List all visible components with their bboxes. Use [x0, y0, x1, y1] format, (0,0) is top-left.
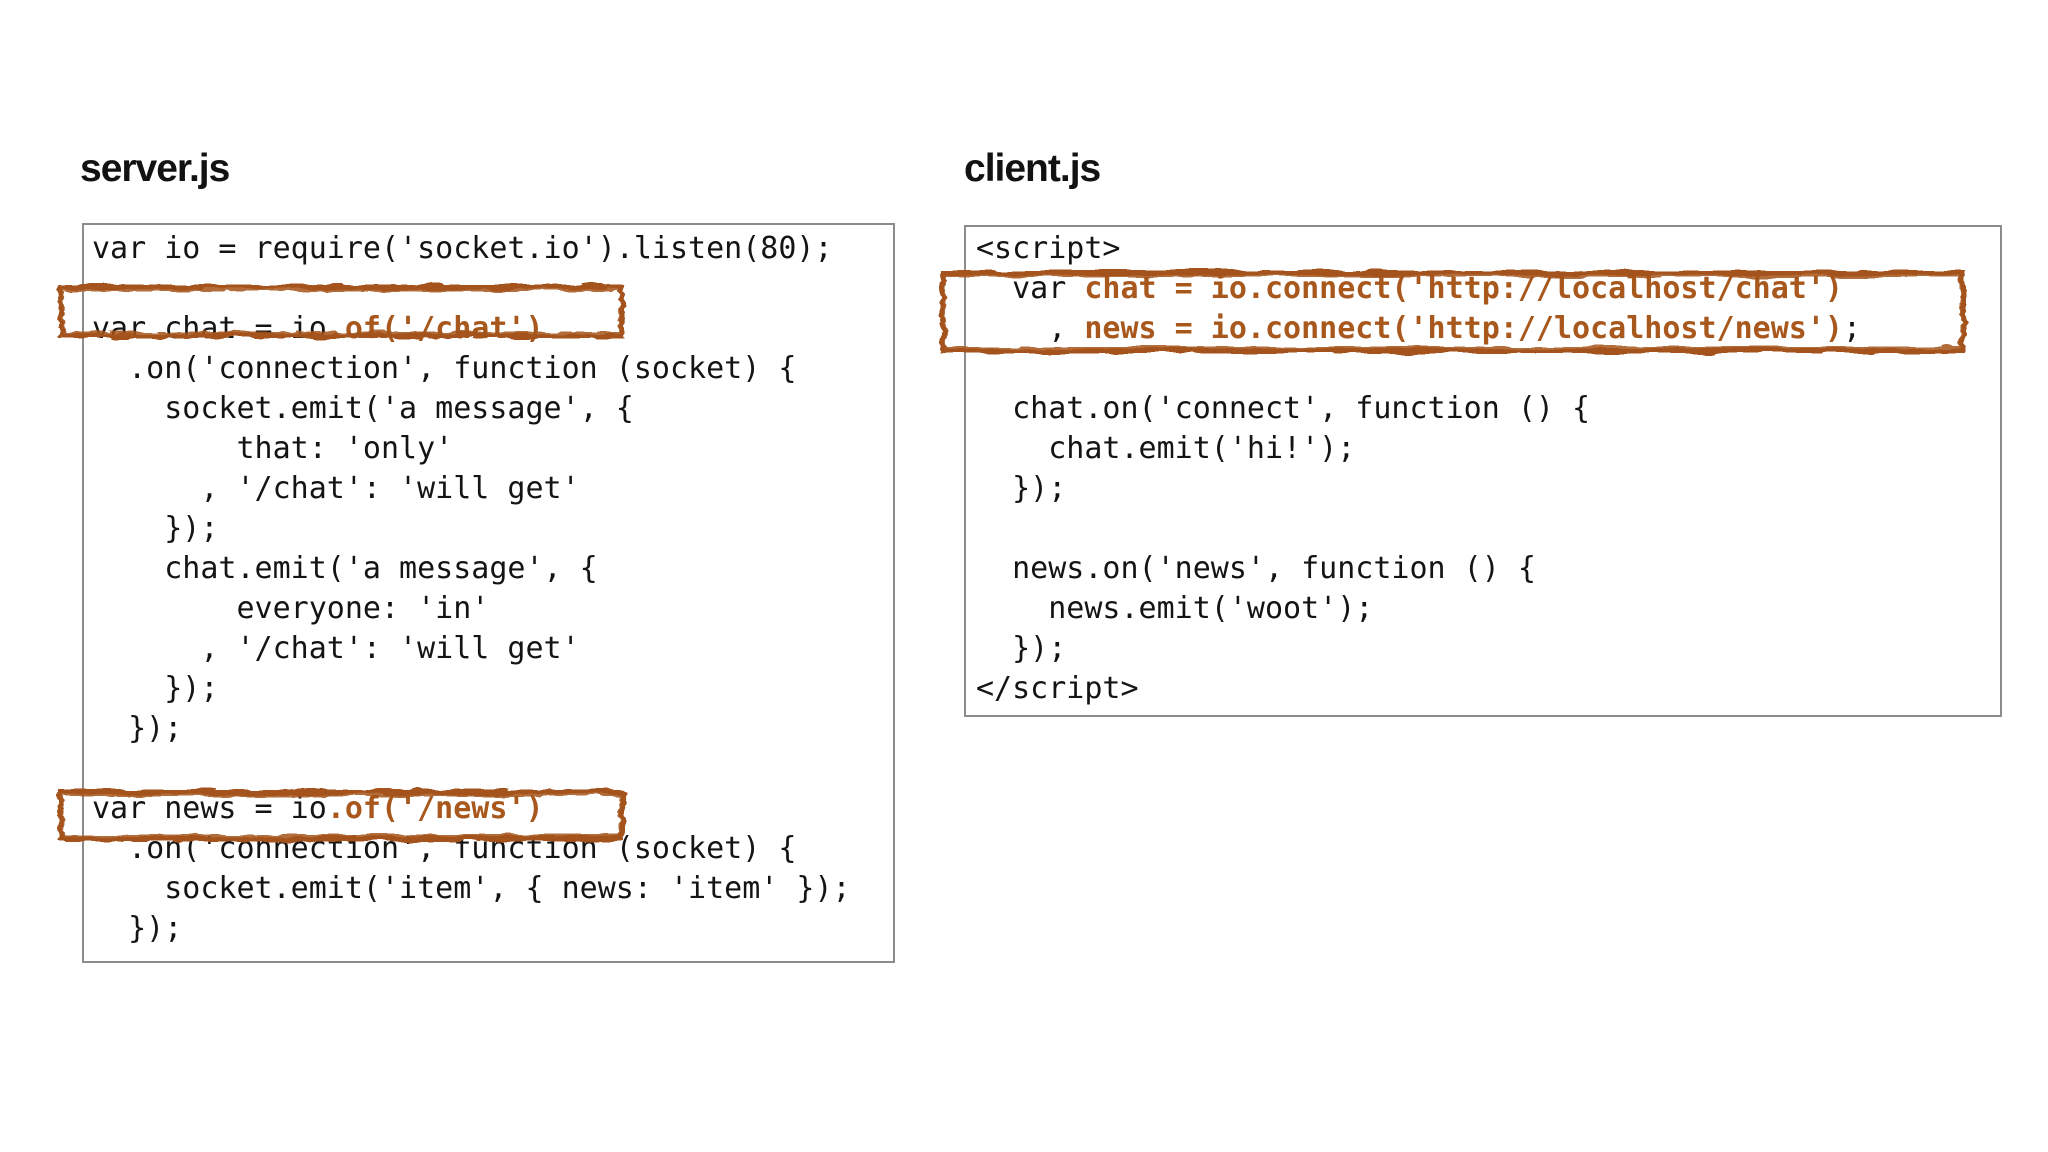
code-segment: }); — [976, 471, 1067, 506]
code-segment: news.emit('woot'); — [976, 591, 1374, 626]
code-line: var io = require('socket.io').listen(80)… — [92, 229, 893, 269]
code-line: }); — [976, 629, 2000, 669]
code-segment: socket.emit('item', { news: 'item' }); — [92, 871, 851, 906]
code-line — [92, 749, 893, 789]
code-segment-highlighted: news = io.connect('http://localhost/news… — [1084, 311, 1843, 346]
code-line: }); — [976, 469, 2000, 509]
code-segment: }); — [92, 711, 183, 746]
code-line: , news = io.connect('http://localhost/ne… — [976, 309, 2000, 349]
code-line: }); — [92, 909, 893, 949]
code-line: .on('connection', function (socket) { — [92, 829, 893, 869]
code-line: socket.emit('item', { news: 'item' }); — [92, 869, 893, 909]
code-line: news.on('news', function () { — [976, 549, 2000, 589]
code-segment: <script> — [976, 231, 1121, 266]
code-segment: that: 'only' — [92, 431, 454, 466]
code-segment: chat.emit('a message', { — [92, 551, 598, 586]
code-line: var chat = io.of('/chat') — [92, 309, 893, 349]
code-segment: }); — [92, 911, 183, 946]
code-line: var news = io.of('/news') — [92, 789, 893, 829]
code-segment: }); — [976, 631, 1067, 666]
code-segment: var chat = io — [92, 311, 327, 346]
code-line: }); — [92, 709, 893, 749]
server-code-panel: var io = require('socket.io').listen(80)… — [82, 223, 895, 963]
code-segment-highlighted: .of('/news') — [326, 791, 544, 826]
code-segment: news.on('news', function () { — [976, 551, 1536, 586]
code-segment: var — [976, 271, 1085, 306]
code-line: </script> — [976, 669, 2000, 709]
code-line: socket.emit('a message', { — [92, 389, 893, 429]
code-line: .on('connection', function (socket) { — [92, 349, 893, 389]
code-segment: }); — [92, 671, 219, 706]
code-segment: , '/chat': 'will get' — [92, 631, 580, 666]
client-code-panel: <script> var chat = io.connect('http://l… — [964, 225, 2002, 717]
code-line: news.emit('woot'); — [976, 589, 2000, 629]
code-line: everyone: 'in' — [92, 589, 893, 629]
code-line: chat.emit('a message', { — [92, 549, 893, 589]
code-line: chat.on('connect', function () { — [976, 389, 2000, 429]
code-line: chat.emit('hi!'); — [976, 429, 2000, 469]
code-line: that: 'only' — [92, 429, 893, 469]
code-segment: ; — [1842, 311, 1862, 346]
code-segment: .on('connection', function (socket) { — [92, 351, 797, 386]
code-segment: .on('connection', function (socket) { — [92, 831, 797, 866]
code-segment: var io = require('socket.io').listen(80)… — [92, 231, 833, 266]
code-segment: everyone: 'in' — [92, 591, 490, 626]
code-segment: var news = io — [92, 791, 327, 826]
code-segment: }); — [92, 511, 219, 546]
code-line — [92, 269, 893, 309]
code-segment: </script> — [976, 671, 1139, 706]
client-file-title: client.js — [964, 147, 1101, 190]
code-segment-highlighted: chat = io.connect('http://localhost/chat… — [1084, 271, 1843, 306]
code-segment: , — [976, 311, 1085, 346]
code-line: , '/chat': 'will get' — [92, 629, 893, 669]
code-line: }); — [92, 669, 893, 709]
server-file-title: server.js — [80, 147, 230, 190]
code-line: }); — [92, 509, 893, 549]
code-line: , '/chat': 'will get' — [92, 469, 893, 509]
code-line — [976, 509, 2000, 549]
code-segment: socket.emit('a message', { — [92, 391, 634, 426]
code-segment: chat.emit('hi!'); — [976, 431, 1356, 466]
code-segment-highlighted: .of('/chat') — [326, 311, 544, 346]
code-segment: chat.on('connect', function () { — [976, 391, 1591, 426]
code-line: <script> — [976, 229, 2000, 269]
code-line: var chat = io.connect('http://localhost/… — [976, 269, 2000, 309]
code-segment: , '/chat': 'will get' — [92, 471, 580, 506]
code-line — [976, 349, 2000, 389]
